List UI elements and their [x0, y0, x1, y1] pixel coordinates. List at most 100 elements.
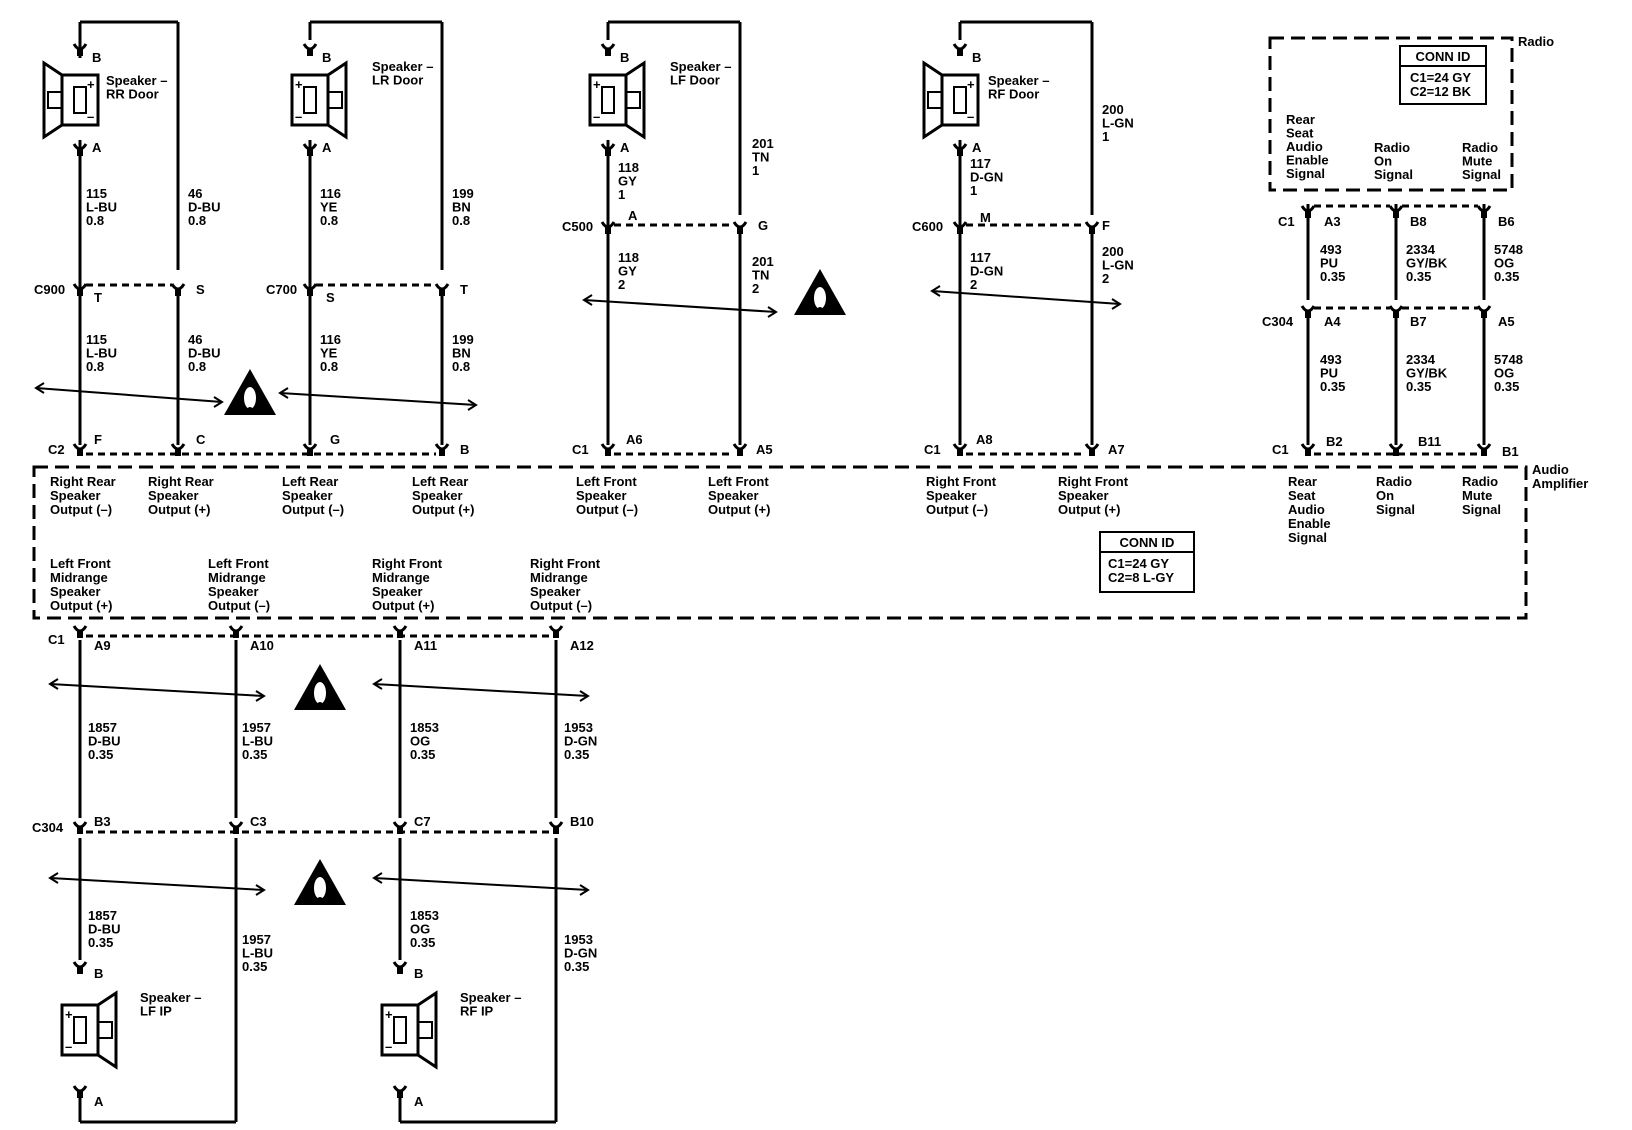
harness-break-line	[931, 290, 1121, 305]
harness-break-line	[49, 877, 265, 891]
speaker-rf-label-line: RF Door	[988, 87, 1039, 102]
terminal-pin-icon	[737, 448, 743, 456]
warning-dot-icon	[247, 407, 253, 413]
terminal-pin-icon	[397, 826, 403, 834]
terminal-pin-icon	[307, 48, 313, 56]
pin-label: A	[972, 140, 982, 155]
terminal-pin-icon	[175, 288, 181, 296]
wire-label-line: 5748	[1494, 352, 1523, 367]
wire-label-line: 2334	[1406, 352, 1436, 367]
wire-label-line: YE	[320, 346, 338, 361]
terminal-pin-icon	[77, 448, 83, 456]
speaker-lr-label-line: Speaker –	[372, 59, 433, 74]
connector-label: C700	[266, 282, 297, 297]
wire-label-line: TN	[752, 268, 769, 283]
pin-label: B	[92, 50, 101, 65]
break-end-icon	[1111, 298, 1122, 310]
wire-label-line: 0.8	[86, 213, 104, 228]
amp-pin-label-line: Left Rear	[282, 474, 338, 489]
wire-label-line: OG	[1494, 366, 1514, 381]
amp-pin-label-line: Right Front	[926, 474, 997, 489]
wire-label-line: GY/BK	[1406, 366, 1448, 381]
terminal-pin-icon	[605, 448, 611, 456]
wire-label-line: 1	[1102, 129, 1109, 144]
terminal-pin-icon	[957, 148, 963, 156]
connector-label: C304	[1262, 314, 1294, 329]
wire-label-line: 117	[970, 250, 991, 265]
pin-label: F	[94, 432, 102, 447]
wire-label-line: 0.8	[188, 213, 206, 228]
terminal-pin-icon	[1305, 310, 1311, 318]
minus-sign: –	[295, 109, 302, 124]
wire-label-line: D-BU	[88, 922, 121, 937]
connector-label: C1	[1278, 214, 1295, 229]
speaker-coil-icon	[393, 1016, 407, 1044]
plus-sign: +	[65, 1007, 73, 1022]
amp-pin-label-line: Midrange	[50, 570, 108, 585]
break-end-icon	[579, 690, 590, 702]
wire-label-line: 116	[320, 186, 341, 201]
pin-label: F	[1102, 218, 1110, 233]
wire-label-line: 115	[86, 186, 107, 201]
terminal-pin-icon	[1305, 210, 1311, 218]
speaker-rf-label-line: Speaker –	[988, 73, 1049, 88]
wire-label-line: PU	[1320, 366, 1338, 381]
amp-pin-label-line: Right Front	[372, 556, 443, 571]
wire-label-line: 199	[452, 332, 474, 347]
pin-label: S	[196, 282, 205, 297]
wire-label-line: 0.35	[242, 747, 267, 762]
pin-label: B8	[1410, 214, 1427, 229]
terminal-pin-icon	[605, 48, 611, 56]
pin-label: A6	[626, 432, 643, 447]
wire-label-line: 0.35	[1320, 269, 1345, 284]
terminal-pin-icon	[397, 1090, 403, 1098]
speaker-coil-icon	[601, 86, 615, 114]
speaker-coil-icon	[73, 1016, 87, 1044]
pin-label: C7	[414, 814, 431, 829]
terminal-pin-icon	[77, 966, 83, 974]
amp-connid-title: CONN ID	[1120, 535, 1175, 550]
wire-label-line: 1957	[242, 720, 271, 735]
pin-label: B11	[1418, 434, 1441, 449]
wire-label-line: 0.8	[86, 359, 104, 374]
wire-label-line: 115	[86, 332, 107, 347]
speaker-box-icon	[60, 73, 100, 127]
amp-pin-label-line: Speaker	[412, 488, 463, 503]
speaker-lr-label-line: LR Door	[372, 73, 423, 88]
pin-label: B6	[1498, 214, 1515, 229]
harness-break-line	[49, 683, 265, 697]
connector-label: C2	[48, 442, 65, 457]
amp-pin-label-line: Speaker	[282, 488, 333, 503]
terminal-pin-icon	[307, 448, 313, 456]
speaker-horn-icon	[625, 60, 646, 140]
minus-sign: –	[593, 109, 600, 124]
wire-label-line: OG	[410, 734, 430, 749]
pin-label: B	[322, 50, 331, 65]
speaker-horn-icon	[922, 60, 943, 140]
wire-label-line: 116	[320, 332, 341, 347]
wire-label-line: 1857	[88, 908, 117, 923]
pin-label: A	[414, 1094, 424, 1109]
terminal-pin-icon	[77, 288, 83, 296]
radio-title: Radio	[1518, 34, 1554, 49]
break-end-icon	[930, 285, 941, 297]
wire-label-line: OG	[1494, 256, 1514, 271]
terminal-pin-icon	[77, 1090, 83, 1098]
speaker-cone-icon	[98, 1021, 113, 1039]
wire-label-line: 0.35	[564, 959, 589, 974]
amp-pin-label-line: Speaker	[926, 488, 977, 503]
wire-label-line: D-BU	[188, 346, 221, 361]
wire-layer	[34, 20, 1492, 1124]
amp-pin-label-line: Speaker	[372, 584, 423, 599]
wire-label-line: OG	[410, 922, 430, 937]
pin-label: A9	[94, 638, 111, 653]
terminal-pin-icon	[1089, 448, 1095, 456]
pin-label: B	[94, 966, 103, 981]
wire-label-line: D-GN	[970, 264, 1003, 279]
speaker-coil-icon	[953, 86, 967, 114]
terminal-pin-icon	[439, 448, 445, 456]
radio-output-label-line: Radio	[1462, 140, 1498, 155]
speaker-horn-icon	[42, 60, 63, 140]
connector-label: C600	[912, 219, 943, 234]
